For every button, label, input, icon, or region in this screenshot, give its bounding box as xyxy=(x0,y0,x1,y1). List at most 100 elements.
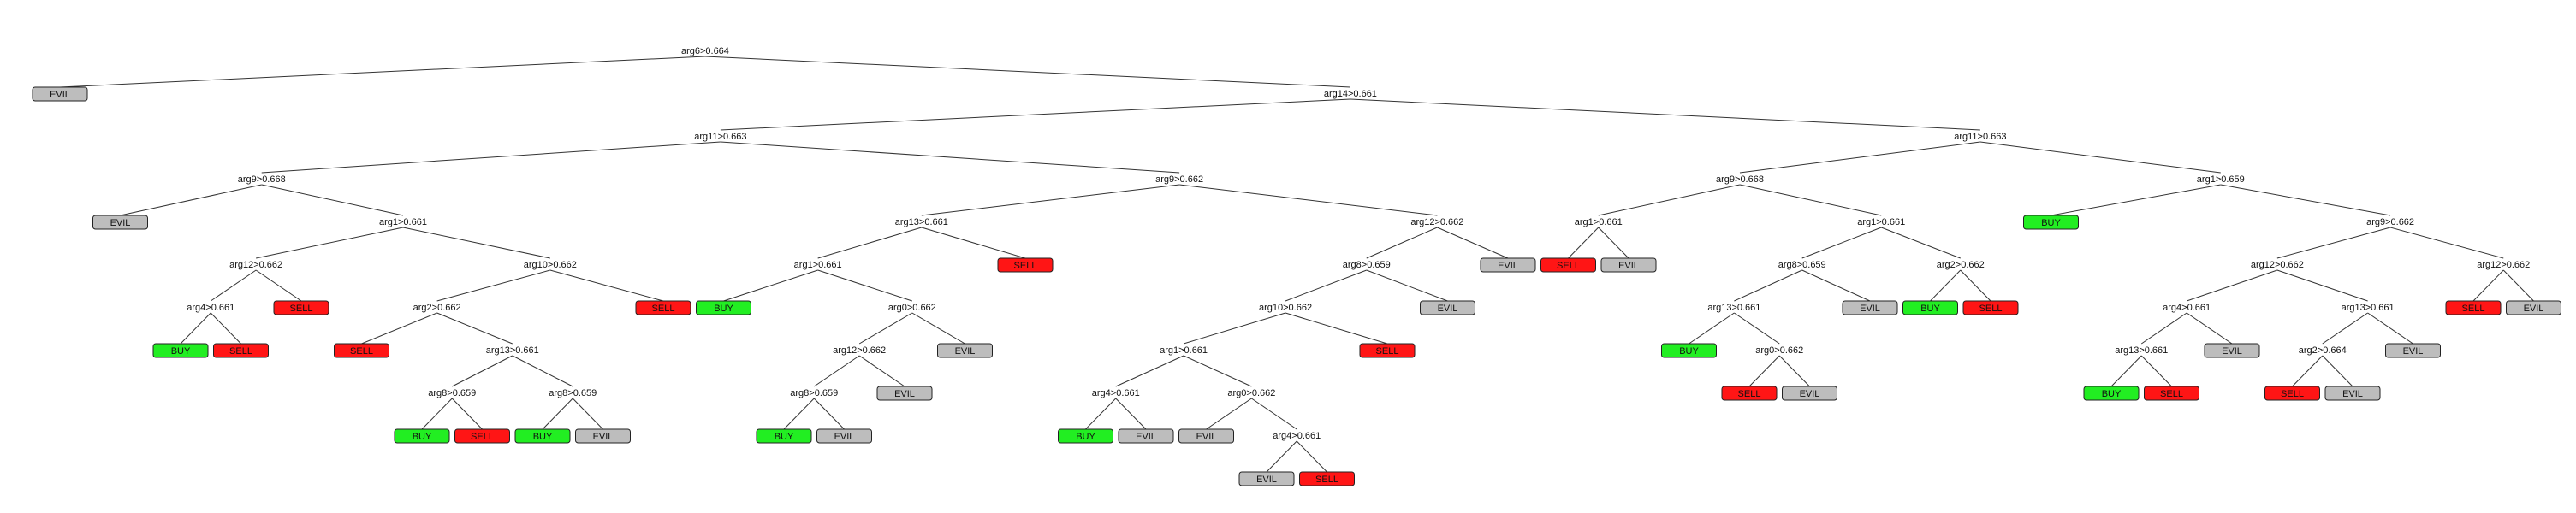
tree-edge xyxy=(1179,184,1438,216)
leaf-box-shape xyxy=(273,300,329,315)
tree-edge xyxy=(2472,269,2504,302)
leaf-box-shape xyxy=(334,343,389,358)
leaf-label: SELL xyxy=(1376,346,1399,357)
tree-edge xyxy=(2322,312,2368,345)
tree-edge xyxy=(723,269,818,302)
tree-edge xyxy=(2186,312,2233,345)
leaf-sell-box: SELL xyxy=(334,343,389,358)
leaf-box-shape xyxy=(213,343,269,358)
leaf-evil-box: EVIL xyxy=(1600,257,1657,273)
leaf-evil-box: EVIL xyxy=(575,428,631,444)
leaf-sell-box: SELL xyxy=(635,300,691,315)
tree-edge xyxy=(813,398,845,430)
leaf-evil-box: EVIL xyxy=(1842,300,1898,315)
tree-edge xyxy=(436,269,550,302)
split-condition-label: arg10>0.662 xyxy=(524,260,577,270)
leaf-evil-box: EVIL xyxy=(1782,386,1837,401)
split-condition-label: arg0>0.662 xyxy=(888,303,936,313)
split-condition-label: arg2>0.662 xyxy=(413,303,461,313)
tree-edge xyxy=(1979,141,2221,174)
tree-edge xyxy=(1734,269,1802,302)
split-condition-label: arg12>0.662 xyxy=(229,260,282,270)
tree-edge xyxy=(180,312,211,345)
leaf-buy-box: BUY xyxy=(756,428,812,444)
leaf-box-shape xyxy=(2324,386,2381,401)
leaf-sell-box: SELL xyxy=(1962,300,2019,315)
split-condition-label: arg13>0.661 xyxy=(1707,303,1760,313)
tree-edge xyxy=(2140,355,2172,387)
leaf-label: SELL xyxy=(350,346,373,357)
tree-edge xyxy=(2140,312,2187,345)
tree-edge xyxy=(1350,98,1980,131)
split-condition-label: arg14>0.661 xyxy=(1324,89,1377,99)
split-condition-label: arg12>0.662 xyxy=(2477,260,2530,270)
leaf-label: BUY xyxy=(533,432,553,442)
tree-edge xyxy=(1801,269,1871,302)
leaf-label: SELL xyxy=(229,346,252,357)
tree-edge xyxy=(1085,398,1117,430)
leaf-box-shape xyxy=(514,428,571,444)
leaf-evil-box: EVIL xyxy=(2385,343,2441,358)
tree-edge xyxy=(1739,184,1882,216)
tree-edge xyxy=(1183,355,1252,387)
tree-edge xyxy=(1960,269,1991,302)
leaf-sell-box: SELL xyxy=(2445,300,2502,315)
split-condition-label: arg1>0.661 xyxy=(1857,217,1905,227)
leaf-label: EVIL xyxy=(1136,432,1156,442)
split-condition-label: arg13>0.661 xyxy=(895,217,948,227)
leaf-sell-box: SELL xyxy=(1540,257,1596,273)
tree-edge xyxy=(1206,398,1252,430)
leaf-box-shape xyxy=(1480,257,1536,273)
leaf-box-shape xyxy=(2023,215,2079,230)
tree-edge xyxy=(120,184,262,216)
tree-edge xyxy=(1739,141,1980,174)
leaf-label: EVIL xyxy=(1860,304,1880,314)
leaf-box-shape xyxy=(1420,300,1475,315)
tree-edge xyxy=(2110,355,2142,387)
leaf-label: BUY xyxy=(413,432,432,442)
leaf-label: SELL xyxy=(1979,304,2003,314)
split-condition-label: arg12>0.662 xyxy=(1410,217,1463,227)
leaf-evil-box: EVIL xyxy=(2506,300,2561,315)
leaf-box-shape xyxy=(816,428,872,444)
tree-edge xyxy=(256,227,404,259)
tree-edge xyxy=(261,141,721,174)
split-condition-label: arg4>0.661 xyxy=(2163,303,2211,313)
split-condition-label: arg8>0.659 xyxy=(790,388,838,398)
tree-edge xyxy=(210,269,257,302)
leaf-label: BUY xyxy=(1679,346,1699,357)
split-condition-label: arg9>0.668 xyxy=(1716,174,1764,185)
leaf-box-shape xyxy=(1782,386,1837,401)
tree-edge xyxy=(1568,227,1600,259)
split-condition-label: arg13>0.661 xyxy=(2342,303,2395,313)
leaf-label: EVIL xyxy=(1196,432,1217,442)
tree-edge xyxy=(261,184,404,216)
tree-edge xyxy=(1801,227,1882,259)
leaf-label: EVIL xyxy=(593,432,614,442)
leaf-box-shape xyxy=(2385,343,2441,358)
leaf-label: BUY xyxy=(775,432,794,442)
tree-edge xyxy=(1366,269,1448,302)
leaf-sell-box: SELL xyxy=(273,300,329,315)
tree-edge xyxy=(2389,227,2504,259)
split-condition-label: arg8>0.659 xyxy=(1778,260,1826,270)
leaf-sell-box: SELL xyxy=(1359,343,1416,358)
tree-edge xyxy=(1930,269,1962,302)
leaf-label: SELL xyxy=(2281,389,2304,399)
leaf-label: BUY xyxy=(1920,304,1940,314)
split-condition-label: arg1>0.661 xyxy=(794,260,842,270)
leaf-sell-box: SELL xyxy=(2264,386,2320,401)
leaf-label: EVIL xyxy=(2342,389,2363,399)
tree-edge xyxy=(2051,184,2221,216)
leaf-label: EVIL xyxy=(955,346,976,357)
tree-edge xyxy=(1437,227,1509,259)
leaf-sell-box: SELL xyxy=(1299,471,1355,486)
tree-edge xyxy=(1598,227,1629,259)
tree-edge xyxy=(452,355,513,387)
tree-edge xyxy=(361,312,437,345)
leaf-label: BUY xyxy=(2102,389,2122,399)
tree-edge xyxy=(783,398,815,430)
split-condition-label: arg1>0.661 xyxy=(1160,345,1208,356)
leaf-evil-box: EVIL xyxy=(1420,300,1475,315)
